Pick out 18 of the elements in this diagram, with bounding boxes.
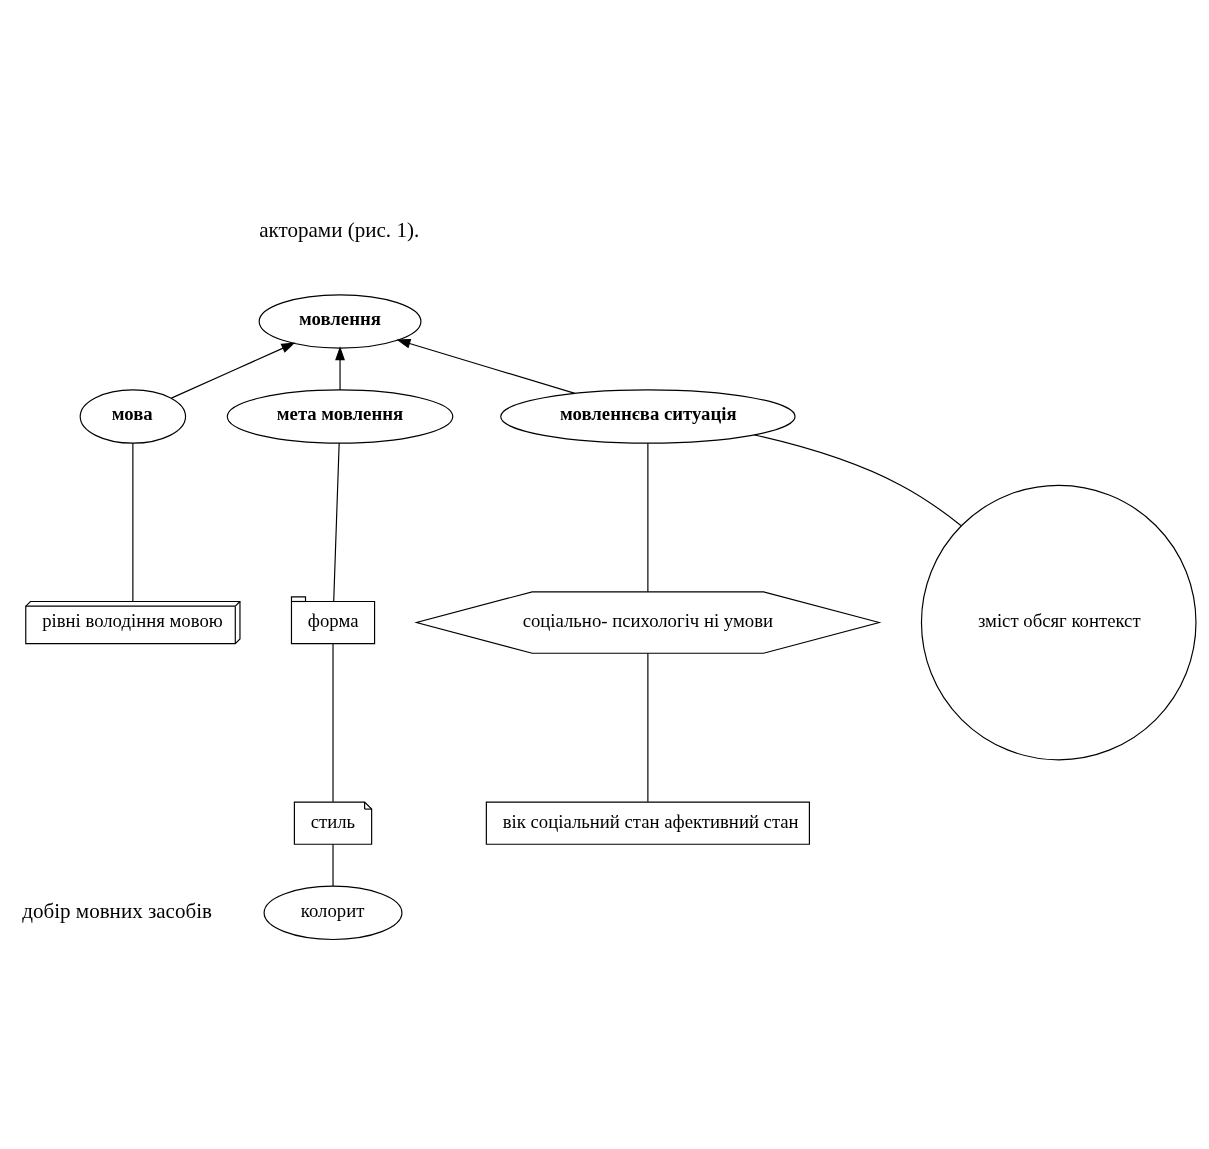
arrow bbox=[396, 338, 576, 394]
arrow bbox=[335, 345, 345, 391]
node-ellipse: мета мовлення bbox=[226, 388, 454, 444]
connector bbox=[753, 433, 962, 526]
connector bbox=[647, 442, 649, 592]
connector bbox=[332, 642, 334, 802]
node-circle: зміст обсяг контекст bbox=[920, 484, 1197, 760]
node-ellipse: мовленнєва ситуація bbox=[500, 388, 796, 444]
node-ellipse: колорит bbox=[263, 885, 403, 940]
connector bbox=[132, 442, 134, 602]
connector bbox=[332, 843, 334, 886]
connector bbox=[647, 652, 649, 802]
label: акторами (рис. 1). bbox=[259, 217, 420, 242]
label: добір мовних засобів bbox=[22, 898, 212, 923]
node-box: вік соціальний стан афективний стан bbox=[485, 801, 810, 845]
node-ellipse: мова bbox=[79, 388, 187, 444]
connector bbox=[333, 442, 340, 602]
arrow bbox=[170, 342, 296, 399]
